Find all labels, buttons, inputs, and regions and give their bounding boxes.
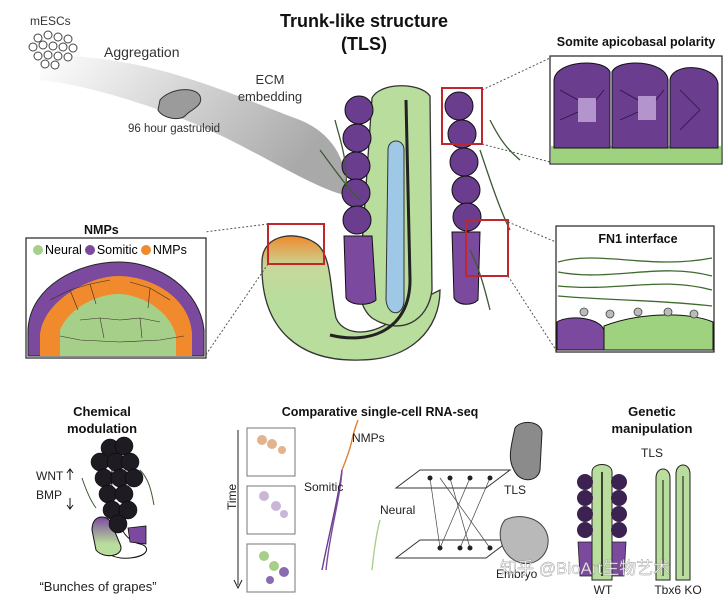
legend-label-nmps: NMPs [152, 242, 187, 257]
zoom-box-nmps[interactable] [267, 223, 325, 265]
nmps-traj-label: NMPs [352, 431, 385, 445]
watermark: 知乎 @BioArt生物艺术 [500, 559, 670, 578]
ecm-label-1: ECM [256, 72, 285, 87]
somite-polarity-panel [549, 55, 723, 165]
legend-label-neural: Neural [45, 242, 82, 257]
wnt-label: WNT [36, 469, 64, 483]
mescs-label: mESCs [30, 14, 71, 28]
genetic-panel [577, 464, 691, 581]
embryo-label: Embryo [496, 567, 538, 581]
tls-main [261, 85, 521, 361]
chemical-line2: modulation [67, 421, 137, 436]
time-label: Time [225, 483, 239, 510]
title-line2: (TLS) [341, 34, 387, 54]
nmps-title: NMPs [84, 223, 119, 237]
genetic-line2: manipulation [612, 421, 693, 436]
aggregation-streak [40, 55, 346, 195]
somite-polarity-title: Somite apicobasal polarity [557, 35, 715, 49]
legend-label-somitic: Somitic [96, 242, 138, 257]
gastruloid-shape [157, 89, 202, 120]
legend-swatch-somitic [84, 244, 95, 255]
legend-swatch-nmps [140, 244, 151, 255]
somitic-traj-label: Somitic [304, 480, 343, 494]
zoom-box-fn1[interactable] [465, 219, 509, 277]
fn1-title: FN1 interface [598, 232, 677, 246]
rnaseq-panel [233, 419, 549, 593]
bmp-label: BMP [36, 488, 62, 502]
wt-label: WT [594, 583, 613, 597]
ko-label: Tbx6 KO [654, 583, 701, 597]
genetic-line1: Genetic [628, 404, 676, 419]
nmps-legend: Neural Somitic NMPs [30, 242, 202, 260]
nmps-panel [25, 237, 207, 359]
tls-mini-label: TLS [504, 483, 526, 497]
zoom-box-somite[interactable] [441, 87, 483, 145]
legend-swatch-neural [33, 244, 43, 255]
neural-traj-label: Neural [380, 503, 415, 517]
title-line1: Trunk-like structure [280, 11, 448, 31]
genetic-tls-label: TLS [641, 446, 663, 460]
fn1-interface-panel [555, 225, 715, 353]
gastruloid-label: 96 hour gastruloid [128, 123, 220, 135]
ecm-label-2: embedding [238, 89, 302, 104]
grapes-caption: “Bunches of grapes” [39, 579, 156, 594]
chemical-line1: Chemical [73, 404, 131, 419]
mesc-cluster [28, 30, 78, 70]
aggregation-label: Aggregation [104, 44, 180, 60]
chemical-embryo [66, 436, 155, 559]
rnaseq-title: Comparative single-cell RNA-seq [282, 405, 479, 419]
